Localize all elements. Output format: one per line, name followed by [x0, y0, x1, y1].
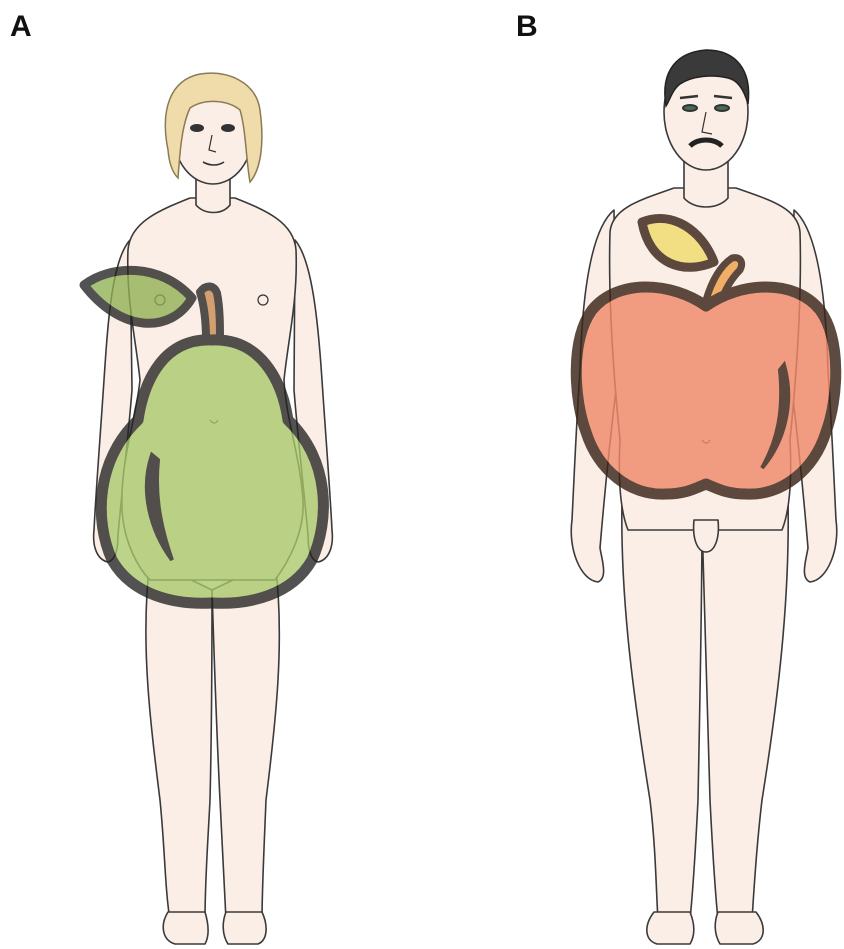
female-right-foot — [223, 912, 266, 944]
male-left-leg — [622, 500, 702, 920]
male-right-leg — [702, 500, 788, 920]
male-figure-illustration — [422, 0, 844, 949]
male-genitals — [694, 520, 719, 552]
male-left-eye — [683, 105, 697, 111]
female-right-leg — [212, 560, 279, 920]
male-right-foot — [715, 912, 763, 944]
female-left-foot — [163, 912, 208, 944]
female-right-eye — [222, 125, 234, 131]
male-left-foot — [647, 912, 694, 944]
male-right-eye — [715, 105, 729, 111]
female-left-eye — [191, 125, 203, 131]
pear-body — [101, 340, 323, 603]
pear-stem — [200, 286, 220, 340]
male-body — [571, 54, 837, 944]
apple-body — [576, 287, 836, 494]
panel-a: A — [0, 0, 422, 949]
female-left-leg — [146, 560, 212, 920]
female-figure-illustration — [0, 0, 422, 949]
panel-b: B — [422, 0, 844, 949]
